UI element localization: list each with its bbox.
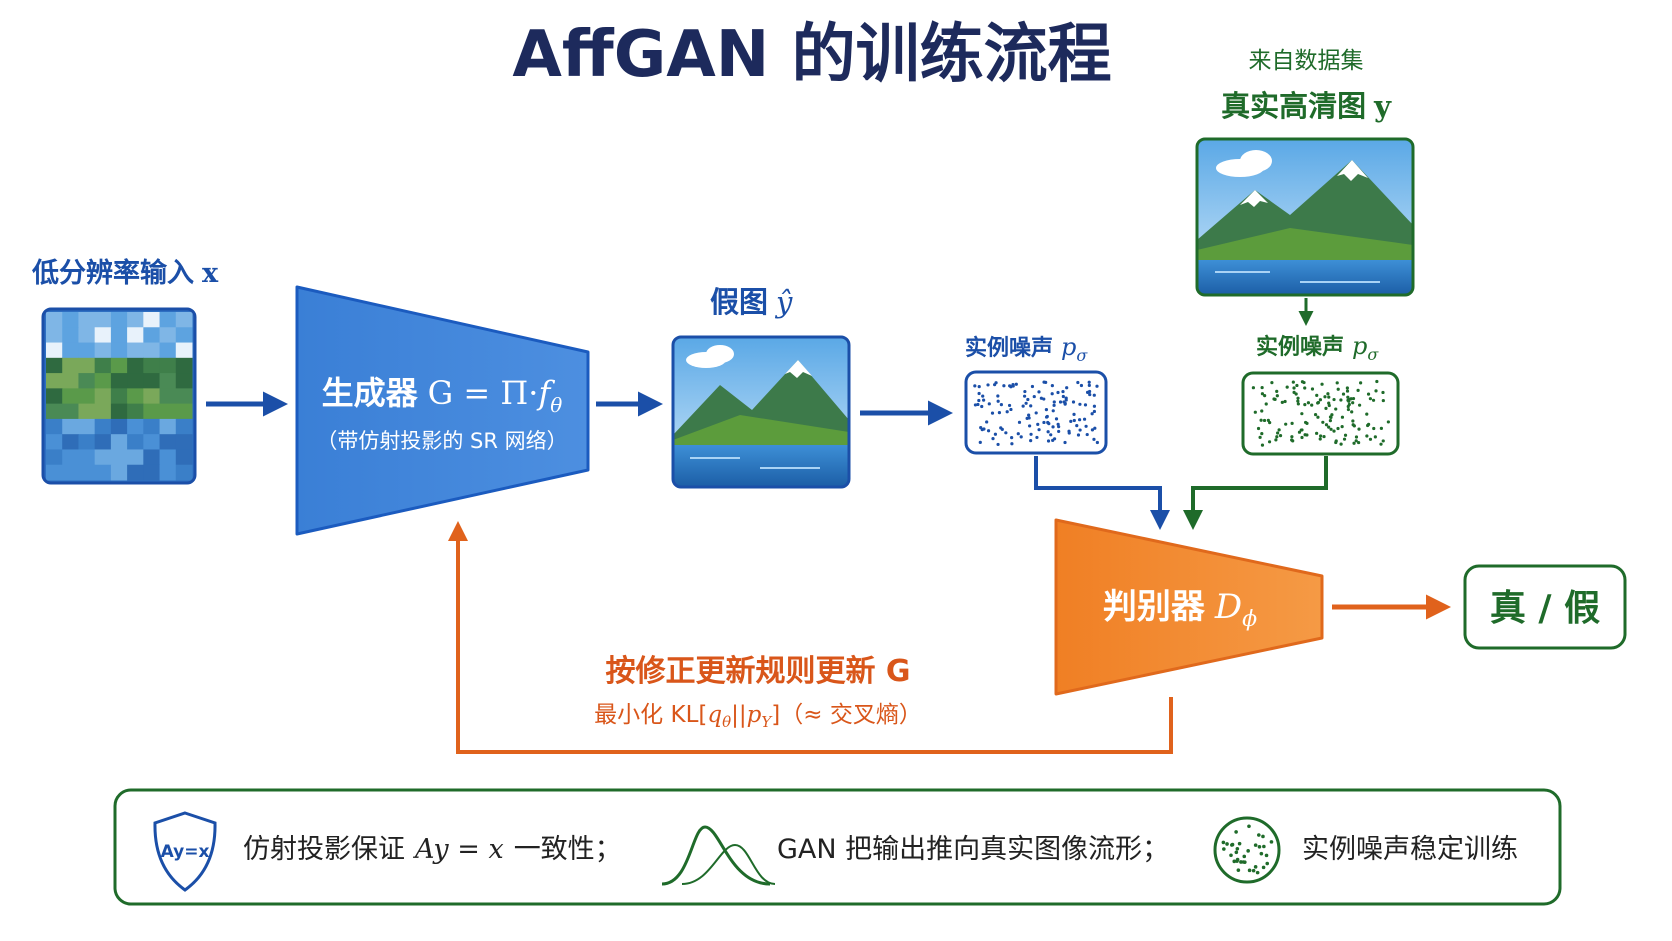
noise-fake-box	[964, 370, 1108, 455]
svg-text:Ay=x: Ay=x	[161, 842, 210, 862]
noise-real-box	[1241, 371, 1400, 456]
legend-item-noise: 实例噪声稳定训练	[1302, 834, 1518, 865]
distribution-curve-icon	[661, 825, 776, 886]
feedback-subtitle: 最小化 KL[qθ||pY]（≈ 交叉熵）	[594, 702, 922, 731]
arrow-noise-fake-to-discriminator	[1034, 456, 1170, 530]
low-res-input-image	[41, 307, 197, 485]
feedback-title: 按修正更新规则更新 G	[605, 654, 910, 689]
arrow-feedback-to-generator	[448, 521, 1173, 754]
shield-icon: Ay=x	[153, 811, 217, 892]
fake-image	[671, 335, 851, 489]
generator-subtitle: （带仿射投影的 SR 网络）	[316, 429, 567, 453]
output-box: 真 / 假	[1463, 564, 1627, 650]
output-label: 真 / 假	[1490, 588, 1600, 629]
noise-circle-icon	[1213, 816, 1281, 884]
legend-item-gan: GAN 把输出推向真实图像流形；	[777, 834, 1169, 865]
page-title: AffGAN 的训练流程	[512, 18, 1111, 92]
real-source-label: 来自数据集	[1249, 48, 1364, 74]
arrow-noise-real-to-discriminator	[1183, 456, 1328, 530]
real-image	[1195, 137, 1415, 297]
